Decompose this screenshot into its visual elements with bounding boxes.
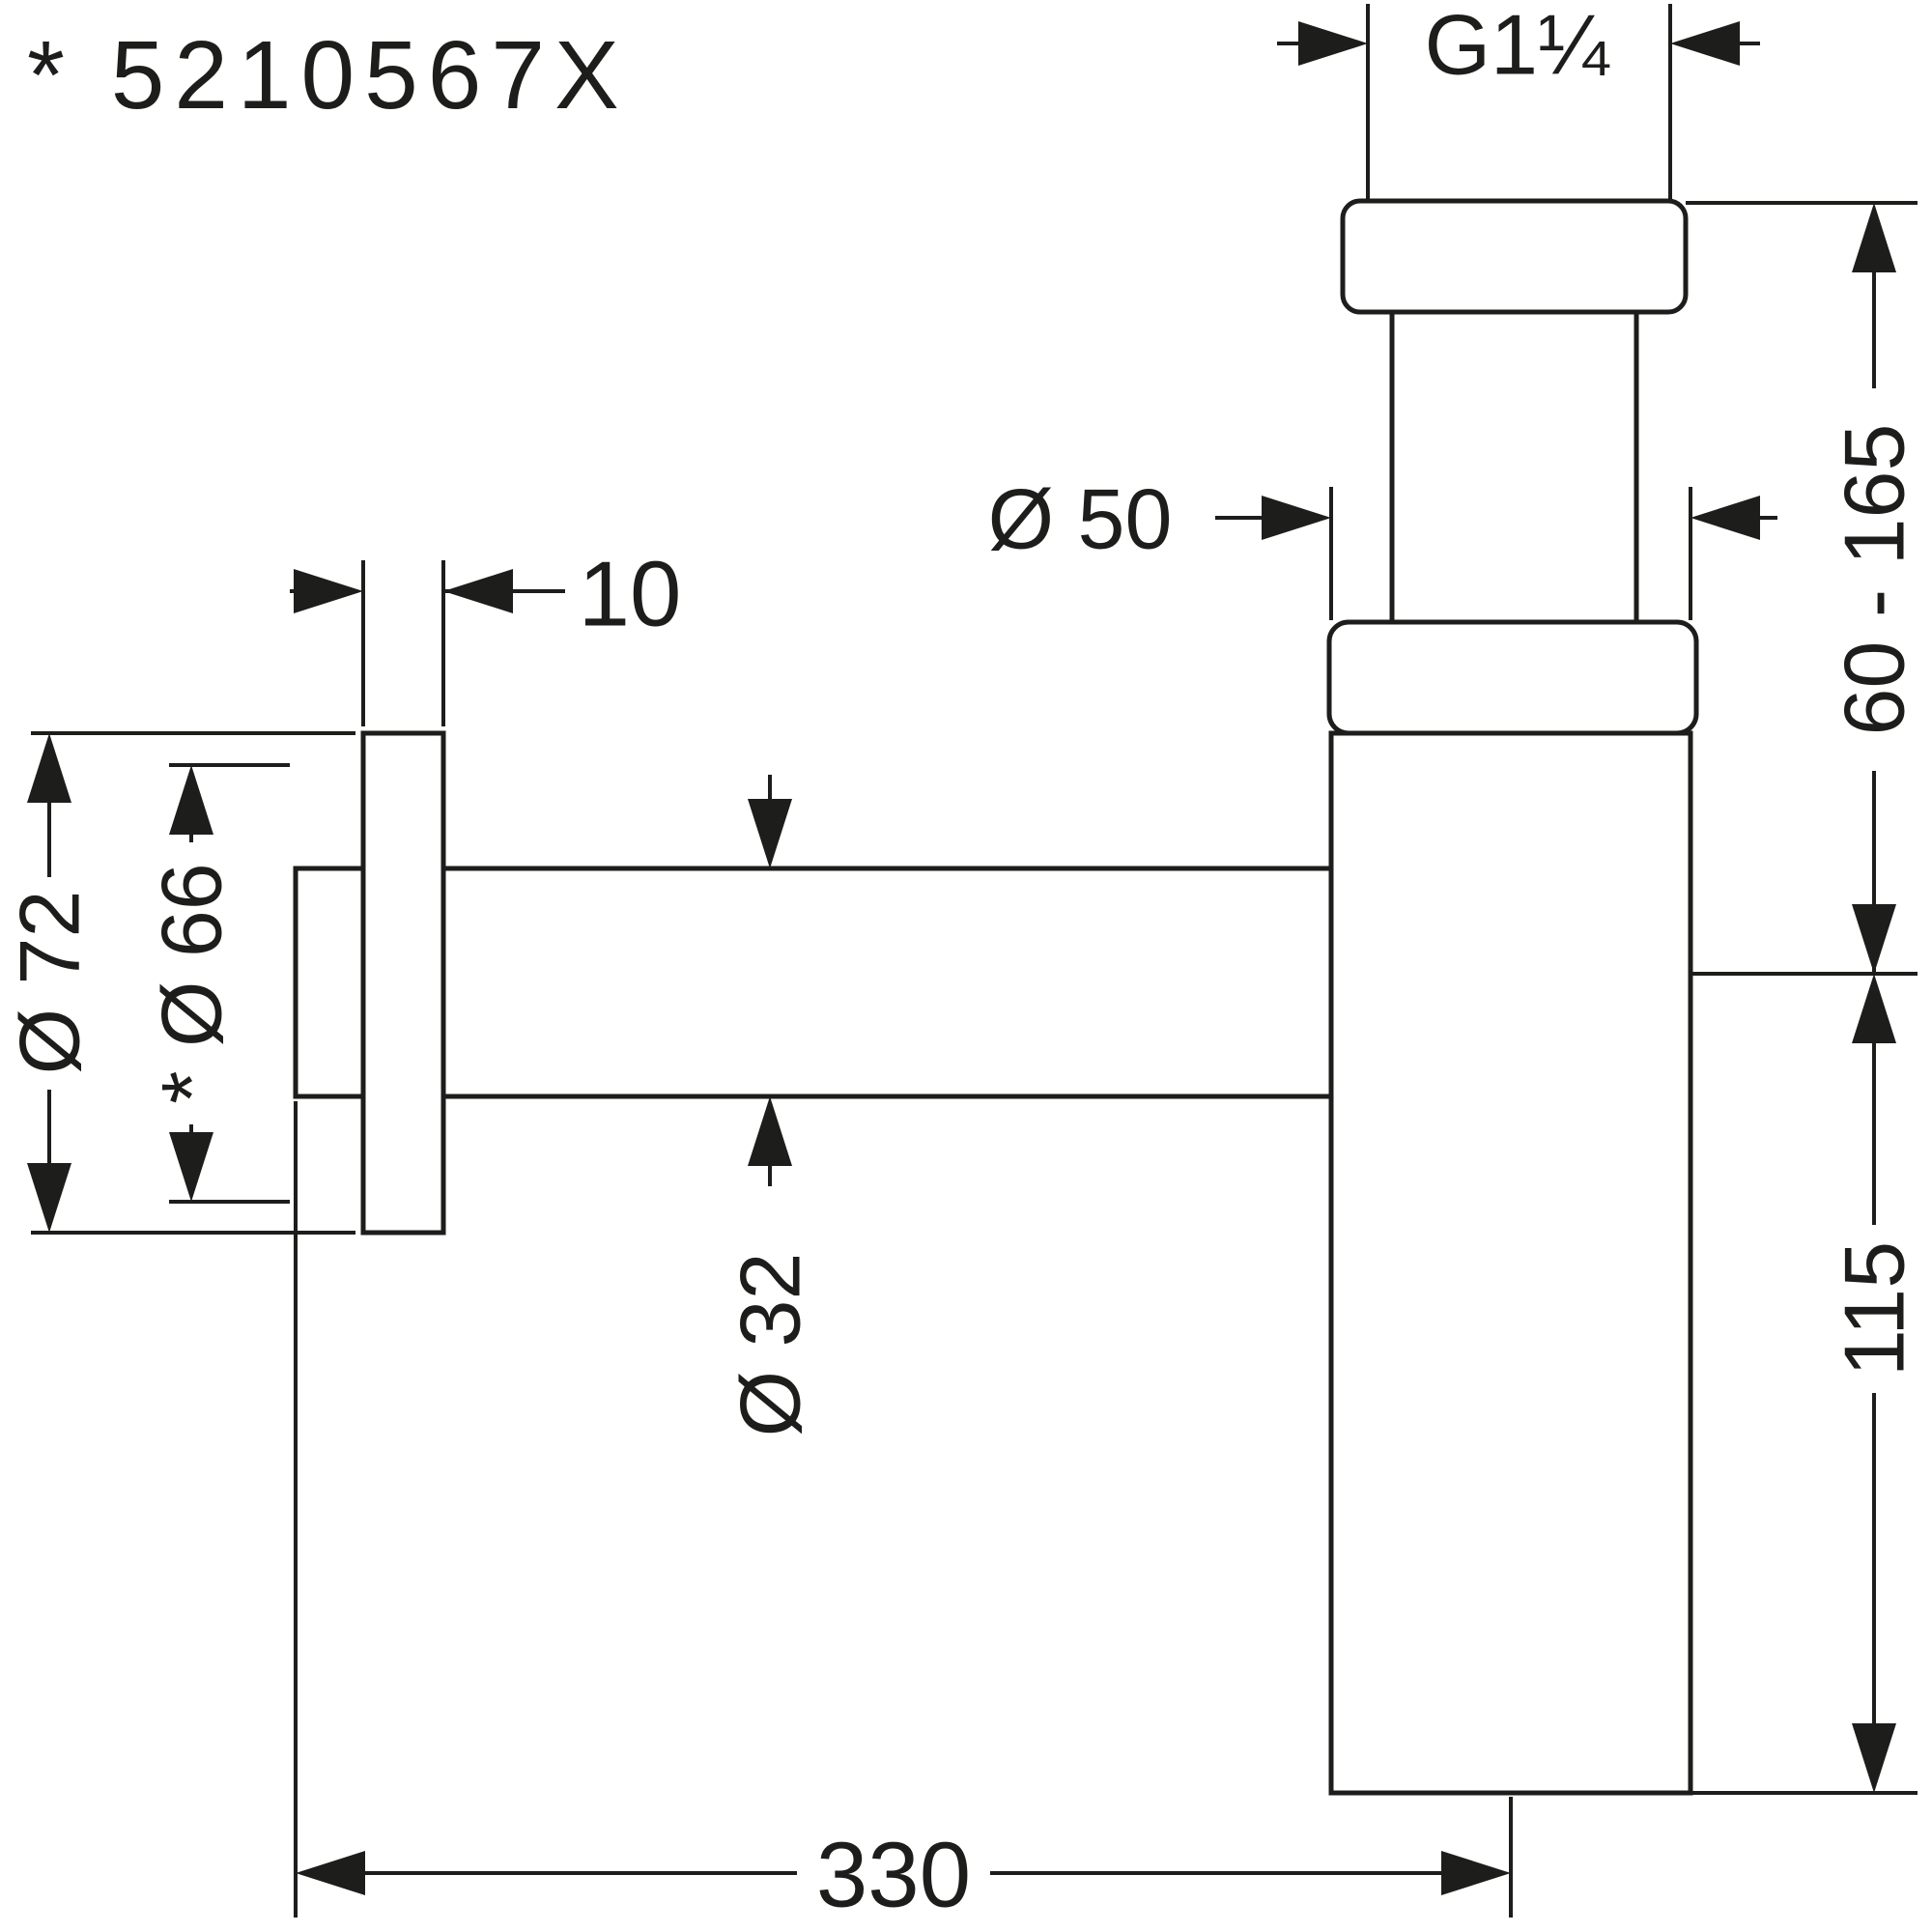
arrowhead-right-icon <box>1441 1851 1511 1895</box>
arrowhead-left-icon <box>1670 21 1740 66</box>
arrowhead-right-icon <box>1298 21 1368 66</box>
arrowhead-up-icon <box>748 1096 792 1166</box>
dim-thread: G1¼ <box>1277 0 1760 201</box>
trap-body <box>1328 730 1693 1796</box>
dim-body-height: 115 <box>1690 974 1922 1795</box>
arrowhead-down-icon <box>27 1163 71 1233</box>
dim-flange-thickness: 10 <box>290 543 682 726</box>
arrowhead-up-icon <box>1852 974 1896 1043</box>
dim-label-flange-outer: Ø 72 <box>2 891 98 1075</box>
wall-flange <box>360 730 446 1236</box>
arrowhead-down-icon <box>1852 904 1896 974</box>
arrowhead-right-icon <box>1262 496 1331 540</box>
arrowhead-right-icon <box>294 569 363 613</box>
product-outline <box>293 198 1699 1796</box>
dim-pipe-diameter: Ø 32 <box>723 775 818 1436</box>
tailpipe <box>1389 301 1639 631</box>
dim-label-body-height: 115 <box>1827 1241 1922 1377</box>
arrowhead-up-icon <box>27 733 71 803</box>
part-number: * 5210567X <box>27 21 629 129</box>
arrowhead-up-icon <box>1852 203 1896 272</box>
dim-label-height-range: 60 - 165 <box>1827 424 1922 736</box>
arrowhead-left-icon <box>296 1851 365 1895</box>
dim-label-pipe-diameter: Ø 32 <box>723 1253 818 1437</box>
arrowhead-left-icon <box>443 569 513 613</box>
arrowhead-down-icon <box>748 799 792 868</box>
dim-height-range: 60 - 165 <box>1686 201 1922 976</box>
arrowhead-down-icon <box>1852 1723 1896 1793</box>
dim-flange-ref-diameter: * Ø 66 <box>144 763 290 1204</box>
dim-label-projection: 330 <box>816 1824 971 1927</box>
tailpipe-collar <box>1340 198 1689 315</box>
dim-label-thread: G1¼ <box>1425 0 1610 93</box>
dim-label-flange-ref: * Ø 66 <box>144 863 240 1103</box>
dim-label-flange-thickness: 10 <box>579 543 682 646</box>
arrowhead-up-icon <box>169 765 213 835</box>
dim-label-body-diameter: Ø 50 <box>988 471 1173 567</box>
dim-body-diameter: Ø 50 <box>988 471 1777 620</box>
slip-nut <box>1326 619 1699 736</box>
dim-projection: 330 <box>294 1101 1513 1927</box>
arrowhead-left-icon <box>1690 496 1760 540</box>
wall-pipe <box>293 866 1334 1099</box>
dim-flange-outer-diameter: Ø 72 <box>2 731 355 1235</box>
arrowhead-down-icon <box>169 1132 213 1202</box>
